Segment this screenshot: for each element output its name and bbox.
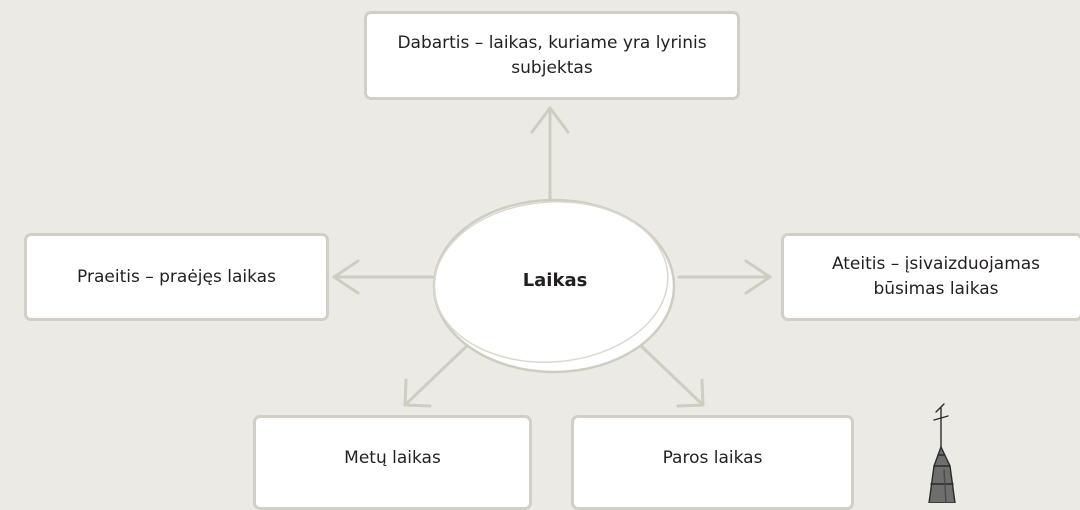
center-ellipse xyxy=(432,198,676,374)
node-paros-laikas: Paros laikas xyxy=(571,415,854,510)
arrow-down-right xyxy=(635,340,705,408)
node-paros-laikas-label: Paros laikas xyxy=(662,448,763,469)
node-dabartis: Dabartis – laikas, kuriame yra lyrinis s… xyxy=(364,11,740,100)
node-praeitis-label: Praeitis – praėjęs laikas xyxy=(77,266,276,287)
arrow-up xyxy=(530,106,570,205)
node-dabartis-label: Dabartis – laikas, kuriame yra lyrinis s… xyxy=(397,32,707,78)
arrow-right xyxy=(677,259,772,295)
church-spire-icon xyxy=(928,403,956,503)
node-metu-laikas-label: Metų laikas xyxy=(344,448,441,469)
node-praeitis: Praeitis – praėjęs laikas xyxy=(24,233,329,321)
node-ateitis-label: Ateitis – įsivaizduojamas būsimas laikas xyxy=(831,254,1041,299)
arrow-left xyxy=(332,259,434,295)
node-metu-laikas: Metų laikas xyxy=(253,415,532,510)
arrow-down-left xyxy=(403,340,473,408)
node-ateitis: Ateitis – įsivaizduojamas būsimas laikas xyxy=(781,233,1080,321)
center-label: Laikas xyxy=(522,270,588,291)
